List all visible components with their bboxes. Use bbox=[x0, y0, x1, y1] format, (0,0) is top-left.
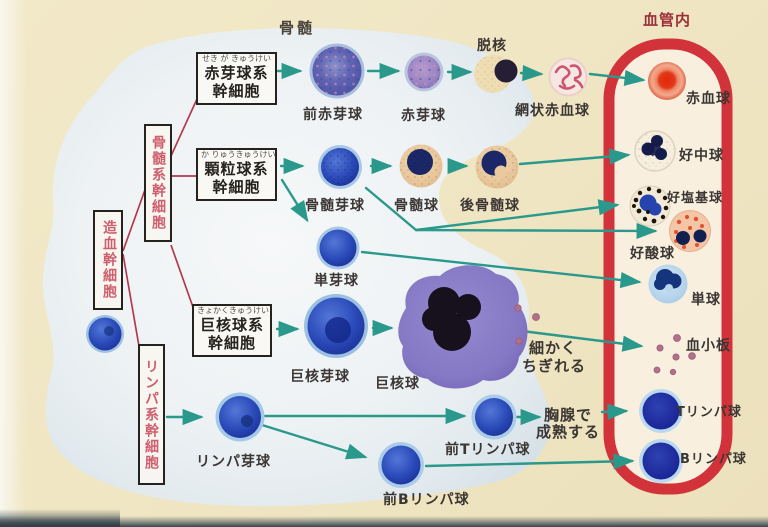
cell-myelocyte bbox=[399, 144, 443, 188]
megakaryocyte-furigana: きょかくきゅうけい bbox=[197, 306, 269, 315]
fragmentation-note-line2: ちぎれる bbox=[522, 357, 587, 375]
label-monocyte: 単球 bbox=[691, 292, 721, 308]
label-erythrocyte: 赤血球 bbox=[686, 91, 731, 107]
cell-metamyelocyte bbox=[475, 145, 519, 189]
label-pre-t-lymphocyte: 前Tリンパ球 bbox=[445, 442, 531, 458]
label-monoblast: 単芽球 bbox=[314, 273, 359, 289]
cell-megakaryoblast bbox=[304, 294, 368, 358]
label-t-lymphocyte: Tリンパ球 bbox=[676, 405, 742, 420]
megakaryocyte-label-line2: 幹細胞 bbox=[207, 333, 256, 352]
cell-myeloblast bbox=[318, 145, 362, 189]
erythroid-furigana: せき が きゅうけい bbox=[201, 54, 272, 63]
label-lymphoblast: リンパ芽球 bbox=[196, 454, 271, 470]
myeloid-stem-cell-box: 骨髄系幹細胞 bbox=[144, 124, 172, 242]
lymphoid-stem-cell-box: リンパ系幹細胞 bbox=[138, 344, 165, 485]
label-basophil: 好塩基球 bbox=[667, 191, 724, 206]
platelets-in-vessel bbox=[653, 334, 696, 376]
label-metamyelocyte: 後骨髄球 bbox=[460, 198, 520, 214]
erythroid-label-line1: 赤芽球系 bbox=[204, 63, 269, 82]
page-bottom-left-edge bbox=[0, 509, 120, 527]
cell-proerythroblast bbox=[309, 43, 365, 99]
granulocyte-furigana: か りゅうきゅうけい bbox=[201, 150, 276, 159]
label-reticulocyte: 網状赤血球 bbox=[515, 103, 590, 119]
cell-monocyte bbox=[648, 264, 688, 304]
cell-lymphoblast bbox=[215, 392, 265, 442]
label-myelocyte: 骨髄球 bbox=[394, 198, 439, 214]
granulocyte-label-line2: 幹細胞 bbox=[212, 177, 261, 196]
erythroid-label-line2: 幹細胞 bbox=[212, 81, 261, 100]
fragmentation-note-line1: 細かく bbox=[529, 339, 578, 357]
granulocyte-stem-cell-box: か りゅうきゅうけい 顆粒球系 幹細胞 bbox=[196, 148, 277, 201]
cell-hematopoietic-stem bbox=[86, 315, 124, 353]
label-denucleation: 脱核 bbox=[477, 38, 507, 54]
cell-pre-b-lymphocyte bbox=[378, 442, 424, 488]
label-b-lymphocyte: Bリンパ球 bbox=[680, 452, 747, 467]
label-platelet: 血小板 bbox=[686, 338, 731, 354]
label-pre-b-lymphocyte: 前Bリンパ球 bbox=[383, 492, 470, 508]
granulocyte-label-line1: 顆粒球系 bbox=[204, 159, 269, 178]
cell-eosinophil bbox=[669, 210, 711, 252]
label-myeloblast: 骨髄芽球 bbox=[305, 198, 365, 214]
platelet-fragments bbox=[514, 304, 540, 345]
blood-vessel-title: 血管内 bbox=[643, 11, 692, 29]
megakaryocyte-stem-cell-box: きょかくきゅうけい 巨核球系 幹細胞 bbox=[192, 304, 272, 357]
label-eosinophil: 好酸球 bbox=[630, 246, 675, 262]
page-left-edge bbox=[0, 0, 26, 527]
label-megakaryoblast: 巨核芽球 bbox=[290, 369, 350, 385]
cell-denucleating-erythroblast bbox=[474, 55, 518, 93]
label-neutrophil: 好中球 bbox=[679, 148, 724, 164]
cell-erythroblast bbox=[404, 52, 444, 92]
cell-b-lymphocyte bbox=[639, 439, 683, 483]
label-megakaryocyte: 巨核球 bbox=[375, 376, 420, 392]
thymus-note-line2: 成熟する bbox=[536, 423, 601, 441]
cell-megakaryocyte bbox=[398, 265, 528, 389]
lineage-connector-lines bbox=[122, 98, 198, 353]
thymus-note-line1: 胸腺で bbox=[544, 406, 593, 424]
label-erythroblast: 赤芽球 bbox=[401, 108, 446, 124]
hematopoietic-stem-cell-box: 造血幹細胞 bbox=[93, 210, 123, 310]
megakaryocyte-label-line1: 巨核球系 bbox=[199, 315, 264, 334]
label-proerythroblast: 前赤芽球 bbox=[303, 107, 363, 123]
erythroid-stem-cell-box: せき が きゅうけい 赤芽球系 幹細胞 bbox=[196, 52, 277, 105]
cell-reticulocyte bbox=[548, 57, 588, 97]
page-bottom-edge bbox=[0, 516, 768, 527]
cell-erythrocyte bbox=[648, 62, 686, 100]
bone-marrow-title: 骨髄 bbox=[279, 19, 316, 37]
cell-pre-t-lymphocyte bbox=[471, 394, 517, 440]
cell-neutrophil bbox=[634, 130, 676, 172]
cell-monoblast bbox=[316, 226, 360, 270]
cell-basophil bbox=[629, 185, 671, 227]
differentiation-arrows bbox=[165, 62, 658, 470]
cell-t-lymphocyte bbox=[639, 389, 683, 433]
